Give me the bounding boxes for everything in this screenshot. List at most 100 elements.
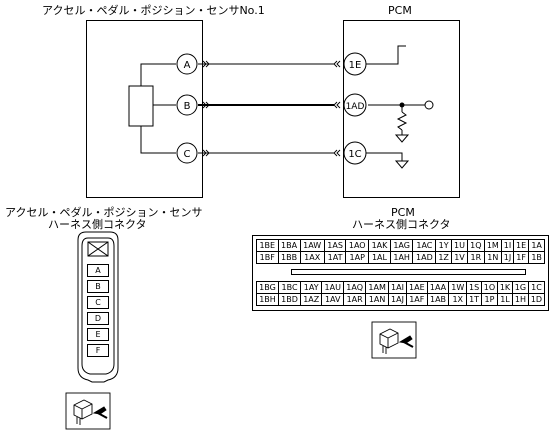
sensor-connector-pin-b: B: [87, 280, 109, 293]
pcm-terminal-1bb: 1BB: [277, 251, 301, 264]
pcm-terminal-1ag: 1AG: [389, 239, 414, 252]
pcm-connector-title: PCM: [391, 206, 415, 219]
pcm-terminal-1w: 1W: [448, 281, 468, 294]
pcm-junction-dot: [399, 102, 405, 108]
pcm-terminal-1u: 1U: [450, 239, 469, 252]
pcm-terminal-1b: 1B: [528, 251, 545, 264]
pcm-terminal-1a: 1A: [528, 239, 545, 252]
pcm-connector-subtitle: ハーネス側コネクタ: [352, 218, 451, 231]
pcm-terminal-1l: 1L: [497, 293, 513, 306]
pcm-terminal-1au: 1AU: [321, 281, 345, 294]
pcm-input-terminal: [424, 100, 434, 110]
pcm-terminal-1n: 1N: [483, 251, 502, 264]
sensor-pin-a: A: [176, 53, 198, 75]
pcm-terminal-1ak: 1AK: [368, 239, 391, 252]
svg-text:1C: 1C: [348, 149, 361, 160]
pcm-terminal-1d: 1D: [527, 293, 546, 306]
pcm-terminal-1aj: 1AJ: [388, 293, 407, 306]
pcm-terminal-1av: 1AV: [321, 293, 345, 306]
pcm-terminal-1ae: 1AE: [405, 281, 428, 294]
pcm-ground-1c-icon: [394, 160, 410, 169]
pcm-connector-key-bar: [291, 269, 526, 275]
pcm-title: PCM: [388, 4, 412, 17]
pcm-terminal-1af: 1AF: [405, 293, 428, 306]
pcm-terminal-1x: 1X: [448, 293, 468, 306]
pcm-pin-1ad: 1AD: [343, 93, 367, 117]
pcm-terminal-1t: 1T: [466, 293, 482, 306]
pcm-terminal-1c: 1C: [527, 281, 546, 294]
sensor-title: アクセル・ペダル・ポジション・センサNo.1: [42, 4, 265, 17]
pcm-terminal-1m: 1M: [483, 239, 502, 252]
pcm-terminal-1ap: 1AP: [345, 251, 370, 264]
sensor-connector-pin-c: C: [87, 296, 109, 309]
pcm-terminal-1j: 1J: [500, 251, 515, 264]
pcm-wire-1e: [366, 45, 406, 65]
sensor-connector-subtitle: ハーネス側コネクタ: [48, 218, 147, 231]
pcm-terminal-1ay: 1AY: [300, 281, 323, 294]
pcm-pin-1c: 1C: [343, 141, 367, 165]
pcm-terminal-1k: 1K: [497, 281, 513, 294]
pcm-terminal-1s: 1S: [466, 281, 482, 294]
sensor-chevron-c: [202, 149, 210, 157]
pcm-terminal-1q: 1Q: [467, 239, 485, 252]
pcm-terminal-1ad: 1AD: [412, 251, 437, 264]
svg-text:C: C: [184, 149, 191, 160]
pcm-terminal-1ba: 1BA: [277, 239, 301, 252]
sensor-connector-housing: [77, 231, 119, 383]
pcm-terminal-1ab: 1AB: [426, 293, 450, 306]
sensor-wire-c: [140, 126, 176, 154]
pcm-terminal-1z: 1Z: [435, 251, 452, 264]
svg-text:1AD: 1AD: [346, 102, 365, 112]
svg-text:1E: 1E: [349, 60, 362, 71]
sensor-connector-pin-e: E: [87, 328, 109, 341]
pcm-terminal-1i: 1I: [500, 239, 515, 252]
pcm-chevron-1ad: [333, 101, 341, 109]
pcm-terminal-1p: 1P: [480, 293, 499, 306]
pcm-terminal-1aw: 1AW: [299, 239, 325, 252]
sensor-connector-pin-a: A: [87, 264, 109, 277]
sensor-pin-c: C: [176, 142, 198, 164]
pcm-terminal-1ax: 1AX: [299, 251, 325, 264]
sensor-connector-pin-f: F: [87, 344, 109, 357]
pcm-terminal-1g: 1G: [511, 281, 529, 294]
pcm-pin-1e: 1E: [343, 52, 367, 76]
pcm-terminal-1bh: 1BH: [256, 293, 279, 306]
sensor-connector-title: アクセル・ペダル・ポジション・センサ: [5, 206, 203, 219]
pcm-terminal-1al: 1AL: [368, 251, 391, 264]
pcm-chevron-1c: [333, 149, 341, 157]
pcm-terminal-1f: 1F: [513, 251, 530, 264]
pcm-terminal-1e: 1E: [513, 239, 530, 252]
sensor-pin-b: B: [176, 94, 198, 116]
pcm-terminal-1at: 1AT: [323, 251, 347, 264]
sensor-wire-a: [140, 63, 176, 86]
svg-text:B: B: [184, 101, 191, 112]
sensor-connector-pin-d: D: [87, 312, 109, 325]
pcm-terminal-1r: 1R: [467, 251, 485, 264]
sensor-chevron-a: [202, 60, 210, 68]
sensor-resistor: [128, 85, 154, 127]
sensor-connector-view-icon: [65, 392, 111, 430]
pcm-terminal-1y: 1Y: [435, 239, 452, 252]
pcm-connector-view-icon: [371, 321, 417, 359]
pcm-ground-1ad-icon: [394, 134, 410, 143]
pcm-terminal-1ac: 1AC: [412, 239, 437, 252]
pcm-terminal-1bd: 1BD: [277, 293, 302, 306]
pcm-terminal-1az: 1AZ: [300, 293, 323, 306]
pcm-terminal-1aa: 1AA: [426, 281, 450, 294]
pcm-terminal-1bc: 1BC: [277, 281, 302, 294]
sensor-chevron-b: [202, 101, 210, 109]
pcm-terminal-1bf: 1BF: [256, 251, 279, 264]
pcm-terminal-1ar: 1AR: [343, 293, 367, 306]
pcm-terminal-1be: 1BE: [256, 239, 279, 252]
pcm-terminal-1as: 1AS: [323, 239, 347, 252]
svg-text:A: A: [184, 60, 191, 71]
pcm-terminal-1ah: 1AH: [389, 251, 414, 264]
pcm-terminal-1ai: 1AI: [388, 281, 407, 294]
pcm-terminal-1an: 1AN: [365, 293, 390, 306]
